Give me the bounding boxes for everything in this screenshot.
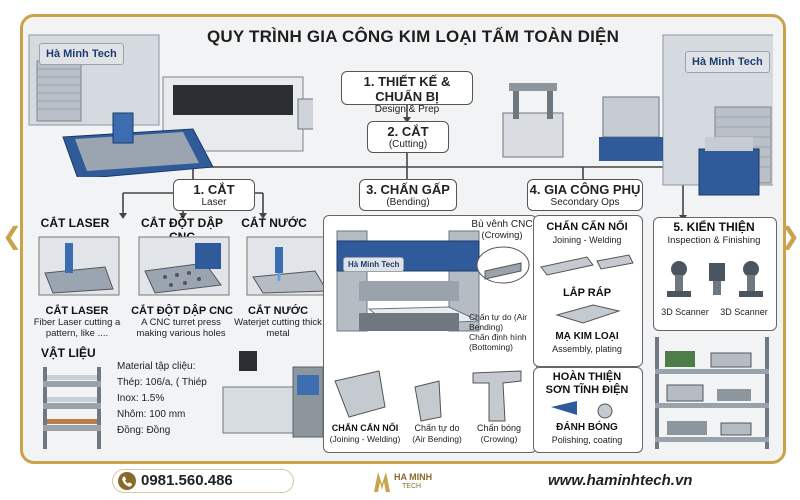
crowning-title: Bù vênh CNC [471, 219, 533, 230]
water-name: CẮT NƯỚC [247, 305, 309, 317]
water-desc: Waterjet cutting thick metal [234, 317, 322, 339]
polish-sub: Polishing, coating [551, 435, 623, 445]
punch-name: CẮT ĐỘT DẬP CNC [131, 305, 233, 317]
phone-icon [118, 472, 136, 490]
material-item: Thép: 106/a, ( Thiép [117, 377, 207, 388]
plating-sub: Assembly, plating [552, 344, 622, 354]
scanner-label-2: 3D Scanner [720, 307, 768, 317]
cutting-machines-illustration [38, 236, 334, 296]
plating-head: MẠ KIM LOẠI [555, 331, 619, 342]
welding-icon [540, 254, 634, 276]
paint-head-2: SƠN TĨNH ĐIỆN [545, 384, 629, 396]
inspection-sub: Inspection & Finishing [667, 235, 761, 246]
materials-list-title: Material tập cliệu: [117, 361, 196, 372]
step-bending-sub: (Bending) [386, 197, 430, 208]
step-design-title: 1. THIẾT KẾ & CHUẨN BỊ [363, 74, 451, 104]
brand-sub: TECH [402, 483, 422, 490]
bent-part-sub: (Air Bending) [412, 434, 462, 444]
finishing-panel [533, 367, 643, 453]
finished-parts-shelf [655, 337, 769, 449]
punch-desc: A CNC turret press making various holes [136, 317, 226, 339]
3d-scanner-icons [667, 261, 763, 297]
crowning-sub: (Crowing) [481, 230, 523, 241]
website-link[interactable]: www.haminhtech.vn [548, 472, 693, 489]
bent-part-name: Chấn bóng [476, 423, 522, 433]
material-item: Đồng: Đồng [117, 425, 171, 436]
step-laser-box: 1. CẮT Laser [173, 179, 255, 211]
brand-mark-icon [374, 472, 390, 492]
infographic-card: QUY TRÌNH GIA CÔNG KIM LOẠI TẤM TOÀN DIỆ… [20, 14, 786, 464]
bent-part-name: Chấn tự do [414, 423, 460, 433]
step-laser-title: 1. CẮT [193, 182, 235, 197]
step-secondary-sub: Secondary Ops [550, 197, 620, 208]
join-head: CHẤN CẤN NỐI [546, 221, 628, 233]
crowning-detail-icon [476, 246, 530, 284]
logo-left: Hà Minh Tech [39, 43, 124, 65]
page-title: QUY TRÌNH GIA CÔNG KIM LOẠI TẤM TOÀN DIỆ… [206, 27, 620, 46]
laser-head: CẮT LASER [40, 216, 110, 230]
step-cut-box: 2. CẮT (Cutting) [367, 121, 449, 153]
bent-parts-illustration [334, 370, 522, 422]
polish-head: ĐÁNH BÓNG [556, 422, 618, 433]
phone-number: 0981.560.486 [141, 472, 233, 489]
bent-part-name: CHẤN CẤN NỐI [331, 423, 399, 433]
secondary-panel [533, 215, 643, 367]
bent-part-sub: (Crowing) [480, 434, 518, 444]
phone-link[interactable]: 0981.560.486 [112, 469, 294, 493]
cnc-workstation-illustration [222, 351, 324, 438]
step-bending-box: 3. CHẤN GẤP (Bending) [359, 179, 457, 211]
laser-factory-illustration [28, 34, 313, 177]
logo-right: Hà Minh Tech [685, 51, 770, 73]
step-design-box: 1. THIẾT KẾ & CHUẨN BỊ Design & Prep [341, 71, 473, 115]
step-laser-sub: Laser [201, 197, 227, 208]
step-design-sub: Design & Prep [374, 104, 440, 115]
materials-head: VẬT LIỆU [41, 346, 96, 360]
step-secondary-title: 4. GIA CÔNG PHỤ [529, 182, 641, 197]
brand-logo: HA MINH TECH [372, 470, 440, 496]
left-ornament-icon: ❮ [2, 222, 23, 250]
laser-name: CẮT LASER [45, 305, 109, 317]
material-item: Nhôm: 100 mm [117, 409, 186, 420]
scanner-label-1: 3D Scanner [661, 307, 709, 317]
air-bending-label: Chấn tự do (Air Bending) [469, 312, 528, 332]
logo-press: Hà Minh Tech [343, 257, 405, 272]
press-brake-illustration [336, 230, 480, 332]
step-secondary-box: 4. GIA CÔNG PHỤ Secondary Ops [527, 179, 643, 211]
bottoming-label: Chấn định hình (Bottoming) [469, 332, 527, 352]
assembly-head: LẮP RÁP [562, 287, 612, 299]
bent-part-sub: (Joining - Welding) [329, 434, 401, 444]
step-bending-title: 3. CHẤN GẤP [366, 182, 450, 197]
spray-gun-icon [551, 401, 613, 419]
step-cut-title: 2. CẮT [387, 124, 429, 139]
assembly-icon [555, 304, 621, 324]
inspection-title: 5. KIỂN THIỆN [673, 220, 755, 234]
laser-desc: Fiber Laser cutting a pattern, like .... [33, 317, 121, 339]
material-rack-icon [43, 367, 101, 449]
paint-head-1: HOÀN THIỆN [552, 371, 622, 383]
brand-name: HA MINH [394, 472, 433, 482]
step-cut-sub: (Cutting) [388, 139, 428, 150]
join-sub: Joining - Welding [552, 235, 622, 245]
material-item: Inox: 1.5% [117, 393, 165, 404]
water-head: CẮT NƯỚC [241, 216, 307, 230]
